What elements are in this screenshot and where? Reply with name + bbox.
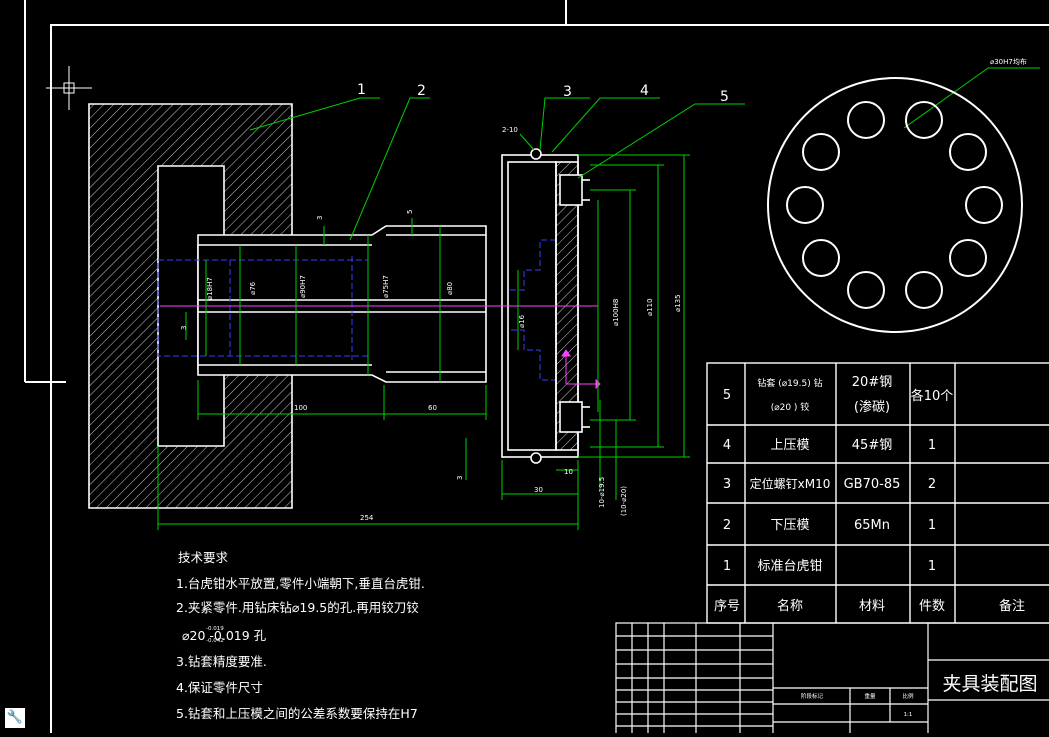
header-qty: 件数	[919, 599, 945, 614]
dim-len-100: 100	[294, 404, 307, 412]
dim-d16: ⌀16	[518, 314, 526, 328]
title-block-text: 夹具装配图 阶段标记 重量 比例 1:1	[801, 673, 1038, 718]
part-label-1: 1	[357, 82, 366, 98]
part-label-4: 4	[640, 83, 649, 99]
vise-body	[88, 103, 293, 509]
header-no: 序号	[714, 599, 740, 614]
row2-no: 2	[723, 518, 731, 533]
row5-name-2: (⌀20 ) 铰	[771, 401, 810, 413]
row2-name: 下压模	[770, 518, 809, 533]
dim-len-30: 30	[534, 486, 543, 494]
tech-title: 技术要求	[178, 550, 229, 565]
part-label-2: 2	[417, 83, 426, 99]
dim-step-5: 5	[406, 210, 414, 214]
drawing-title: 夹具装配图	[942, 673, 1037, 695]
dim-bore-20: (10-⌀20)	[620, 486, 628, 516]
row5-qty: 各10个	[911, 388, 954, 404]
header-material: 材料	[859, 599, 885, 614]
dim-step-3a: 3	[316, 216, 324, 220]
wrench-icon[interactable]: 🔧	[5, 708, 25, 728]
row5-no: 5	[723, 388, 731, 403]
dimension-lines	[157, 67, 1040, 530]
tol-upper: -0.019	[206, 626, 224, 632]
tech-item-3: 3.钻套精度要准.	[176, 654, 267, 669]
tech-item-1: 1.台虎钳水平放置,零件小端朝下,垂直台虎钳.	[176, 576, 425, 591]
row4-mat: 45#钢	[852, 438, 892, 453]
row3-name: 定位螺钉xM10	[750, 476, 831, 491]
row5-name-1: 钻套 (⌀19.5) 钻	[757, 377, 822, 389]
dim-len-60: 60	[428, 404, 437, 412]
dim-d100: ⌀100H8	[612, 299, 620, 326]
tech-item-2b: ⌀20 -0.019 孔	[182, 628, 267, 643]
tech-item-4: 4.保证零件尺寸	[176, 680, 263, 695]
tech-item-2: 2.夹紧零件.用钻床钻⌀19.5的孔.再用铰刀铰	[176, 600, 419, 615]
part-label-3: 3	[563, 84, 572, 100]
row2-qty: 1	[928, 518, 936, 533]
dim-d135: ⌀135	[674, 294, 682, 312]
tech-requirements: 技术要求 1.台虎钳水平放置,零件小端朝下,垂直台虎钳. 2.夹紧零件.用钻床钻…	[176, 550, 425, 721]
dim-step-3b: 3	[180, 326, 188, 330]
row3-no: 3	[723, 477, 731, 492]
dim-len-254: 254	[360, 514, 374, 522]
weight-label: 重量	[864, 692, 876, 700]
hole-callout: ⌀30H7均布	[990, 57, 1027, 66]
row5-mat-2: (渗碳)	[854, 400, 890, 415]
scale-value: 1:1	[904, 712, 913, 718]
row4-name: 上压模	[770, 438, 809, 453]
stage-label: 阶段标记	[801, 692, 824, 700]
cad-cursor-icon	[46, 66, 92, 110]
parts-table	[706, 362, 1049, 624]
row3-mat: GB70-85	[844, 477, 901, 492]
tol-lower: -0.042	[206, 638, 224, 644]
lower-mold	[197, 225, 487, 383]
row1-qty: 1	[928, 559, 936, 574]
dim-d90: ⌀90H7	[299, 275, 307, 298]
parts-table-text: 5 钻套 (⌀19.5) 钻 (⌀20 ) 铰 20#钢 (渗碳) 各10个 4…	[714, 375, 1025, 614]
header-remark: 备注	[999, 598, 1025, 614]
centerlines	[160, 305, 601, 390]
dim-d110: ⌀110	[646, 298, 654, 316]
sheet-frame	[24, 0, 1049, 737]
dimension-texts: ⌀18H7 ⌀76 ⌀90H7 ⌀75H7 ⌀80 ⌀16 ⌀100H8 ⌀11…	[180, 126, 682, 522]
row1-name: 标准台虎钳	[757, 559, 822, 574]
row1-no: 1	[723, 559, 731, 574]
part-label-5: 5	[720, 89, 729, 105]
drill-plate-top-view	[767, 77, 1023, 333]
row4-qty: 1	[928, 438, 936, 453]
dim-d80: ⌀80	[446, 282, 454, 295]
scale-label: 比例	[902, 692, 914, 700]
header-name: 名称	[777, 598, 803, 614]
tech-item-5: 5.钻套和上压模之间的公差系数要保持在H7	[176, 706, 418, 721]
row3-qty: 2	[928, 477, 936, 492]
dim-step-3c: 3	[456, 476, 464, 480]
dim-chamfer: 2-10	[502, 126, 518, 134]
row4-no: 4	[723, 438, 731, 453]
dim-d18: ⌀18H7	[206, 277, 214, 300]
part-labels: 1 2 3 4 5 ⌀30H7均布	[357, 57, 1027, 105]
dim-len-10: 10	[564, 468, 573, 476]
dim-d76: ⌀76	[249, 281, 257, 295]
row2-mat: 65Mn	[854, 518, 890, 533]
dim-d75: ⌀75H7	[382, 275, 390, 298]
row5-mat-1: 20#钢	[852, 375, 892, 390]
dim-bore-19: 10-⌀19.5	[598, 477, 606, 508]
